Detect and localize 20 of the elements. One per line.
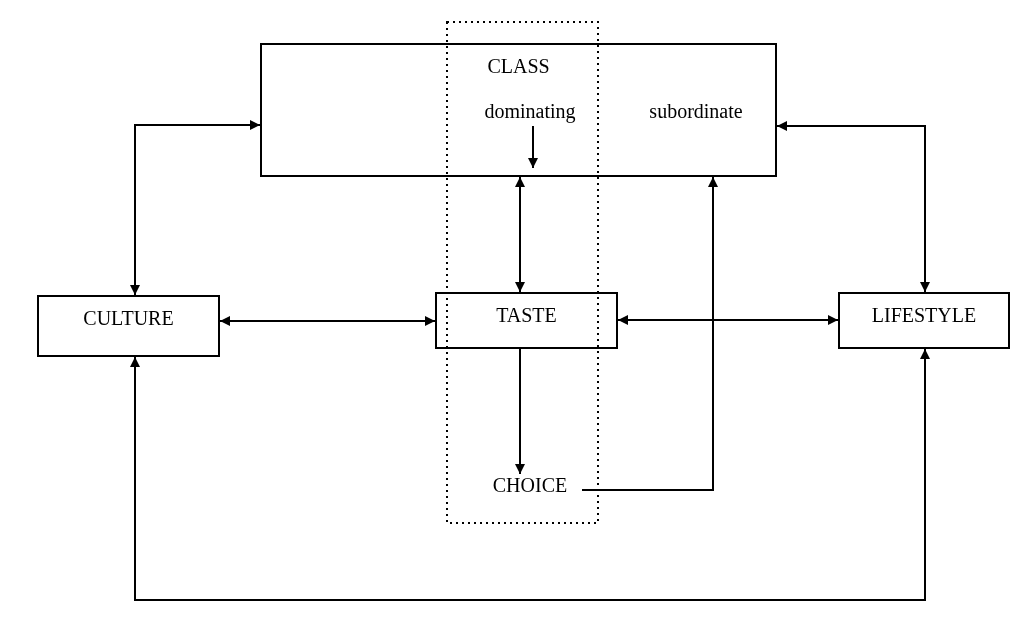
box-label: CULTURE xyxy=(83,307,174,329)
arrow xyxy=(130,120,261,296)
arrow xyxy=(219,316,436,326)
box-label: LIFESTYLE xyxy=(871,304,977,326)
box-label: CLASS xyxy=(487,55,550,77)
arrow xyxy=(776,121,930,293)
arrow xyxy=(528,125,538,169)
concept-box xyxy=(37,295,220,357)
arrow xyxy=(581,176,718,491)
concept-label: subordinate xyxy=(636,100,756,126)
arrow xyxy=(515,176,525,293)
concept-label: dominating xyxy=(470,100,590,126)
box-label: TASTE xyxy=(496,304,557,326)
arrow xyxy=(617,315,839,325)
concept-label: CHOICE xyxy=(478,474,582,504)
concept-box xyxy=(435,292,618,349)
concept-box xyxy=(838,292,1010,349)
concept-box xyxy=(260,43,777,177)
arrow xyxy=(515,348,525,475)
arrow xyxy=(130,348,930,601)
